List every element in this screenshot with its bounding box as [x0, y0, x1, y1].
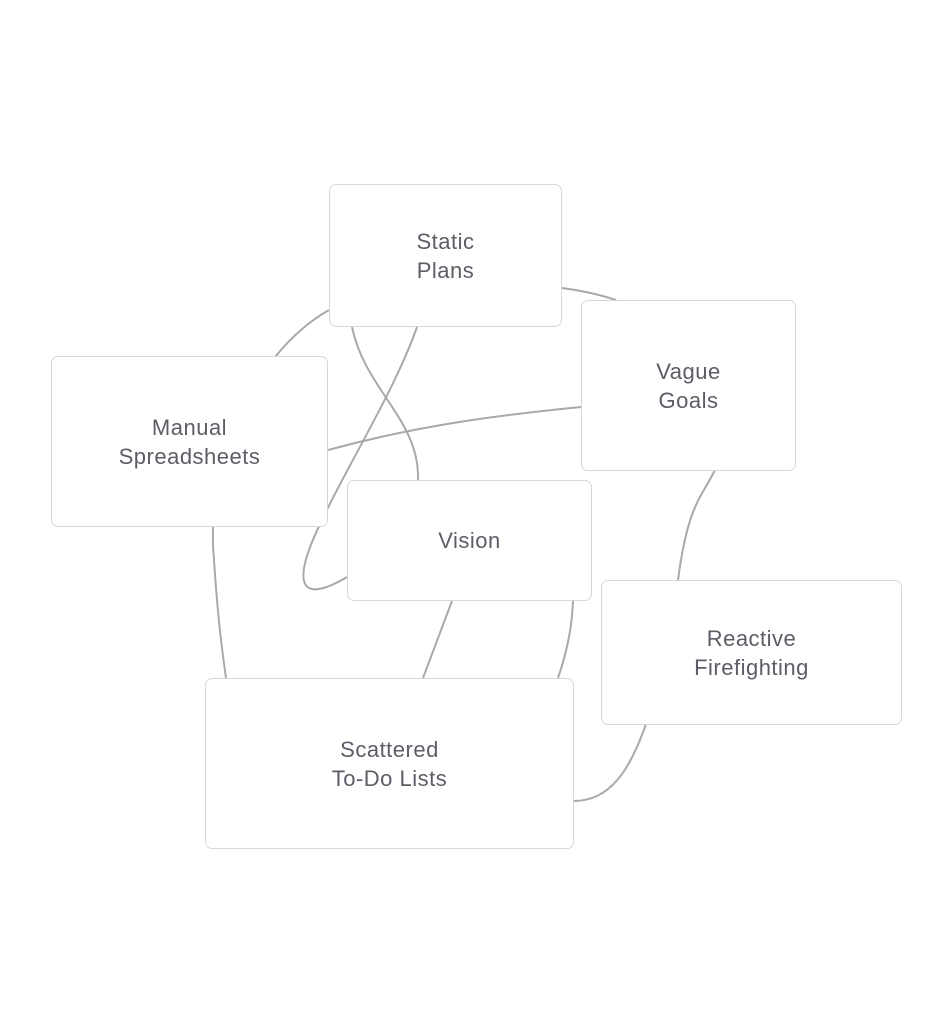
- node-label: Static: [416, 228, 475, 254]
- node-label: Scattered: [340, 736, 439, 762]
- edge-vision-to-scattered-a: [422, 600, 453, 679]
- edge-static-to-vision: [351, 326, 420, 481]
- node-vision[interactable]: Vision: [347, 480, 592, 601]
- node-label: To-Do Lists: [331, 765, 448, 791]
- node-label: Manual: [151, 414, 228, 440]
- edge-static-to-vague: [561, 287, 617, 301]
- node-label: Plans: [416, 257, 475, 283]
- edge-manual-to-vague: [327, 406, 582, 451]
- node-label: Firefighting: [694, 654, 809, 680]
- node-label: Vision: [438, 528, 501, 553]
- node-label: Reactive: [706, 625, 797, 651]
- node-label: Goals: [658, 387, 719, 413]
- edge-reactive-to-scattered: [573, 723, 647, 802]
- node-label: Vague: [656, 358, 721, 384]
- edge-vague-to-reactive: [677, 469, 716, 581]
- node-label: Spreadsheets: [118, 443, 261, 469]
- edge-vision-to-scattered-b: [557, 600, 574, 679]
